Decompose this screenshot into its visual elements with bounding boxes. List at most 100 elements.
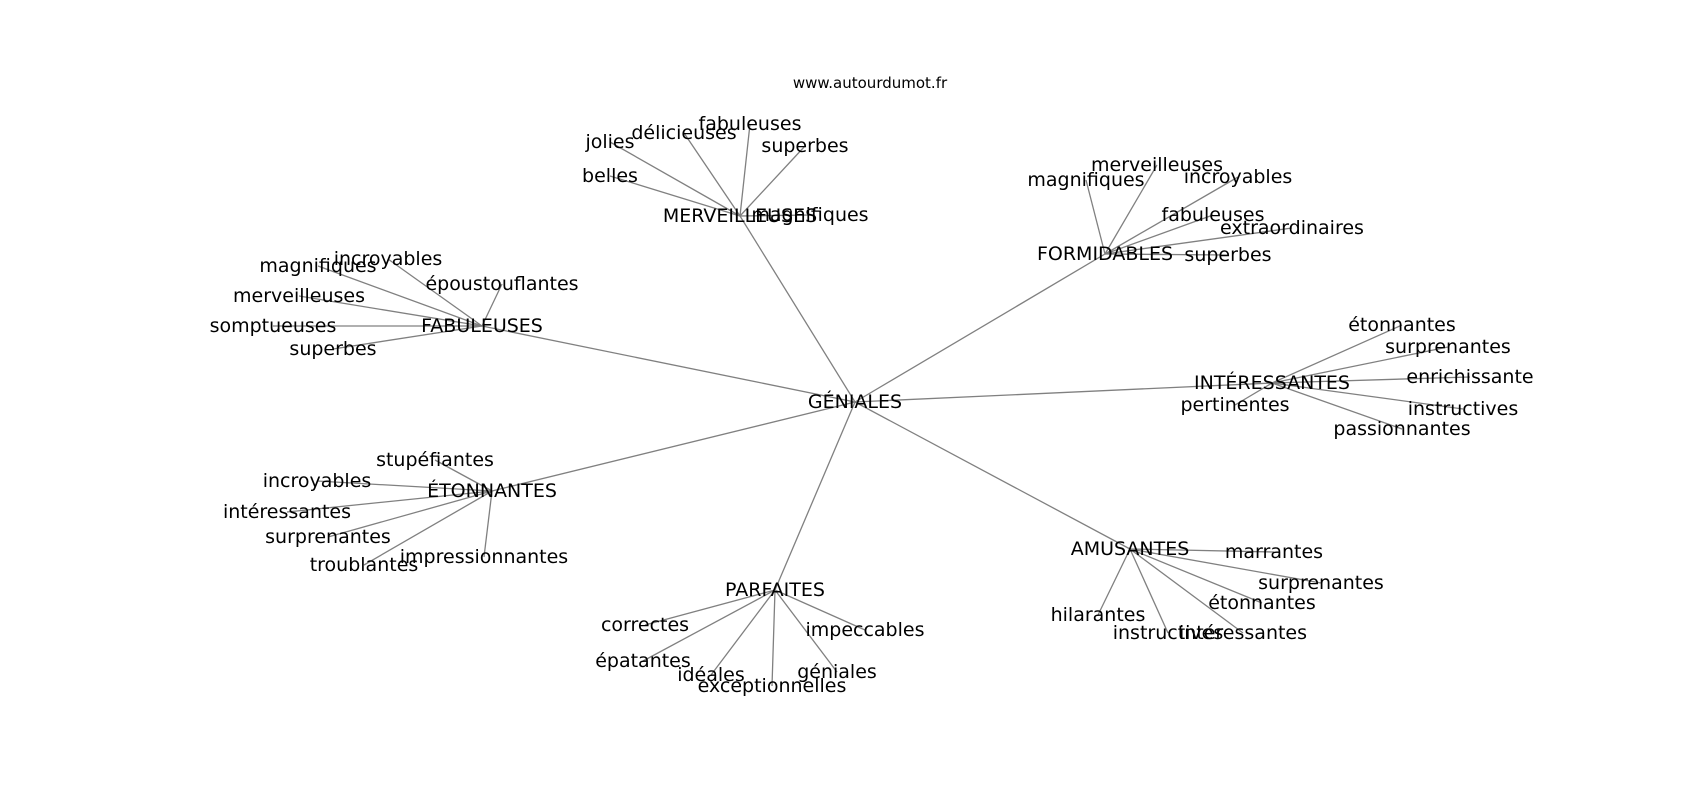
edge-branch-to-leaf bbox=[710, 589, 776, 676]
leaf-node-label: géniales bbox=[797, 661, 877, 683]
edge-branch-to-leaf bbox=[387, 258, 483, 327]
edge-branch-to-leaf bbox=[1271, 382, 1403, 430]
edge-branch-to-leaf bbox=[483, 490, 493, 558]
edge-branch-to-leaf bbox=[317, 265, 483, 327]
edge-branch-to-leaf bbox=[1271, 324, 1403, 384]
edge-branch-to-leaf bbox=[1129, 548, 1275, 553]
leaf-node-label: incroyables bbox=[263, 470, 372, 492]
edge-branch-to-leaf bbox=[774, 589, 838, 673]
graph-edges bbox=[273, 123, 1471, 687]
leaf-node-label: fabuleuses bbox=[1162, 204, 1265, 226]
leaf-node-label: intéressantes bbox=[1179, 622, 1307, 644]
edge-branch-to-leaf bbox=[774, 589, 866, 631]
leaf-node-label: magnifiques bbox=[259, 255, 376, 277]
edge-branch-to-leaf bbox=[771, 589, 776, 687]
leaf-node-label: superbes bbox=[289, 338, 376, 360]
leaf-node-label: correctes bbox=[601, 614, 689, 636]
leaf-node-label: étonnantes bbox=[1348, 314, 1456, 336]
edge-branch-to-leaf bbox=[1104, 227, 1293, 255]
leaf-node-label: incroyables bbox=[334, 248, 443, 270]
leaf-node-label: étonnantes bbox=[1208, 592, 1316, 614]
center-node-label: GÉNIALES bbox=[808, 390, 902, 413]
edge-branch-to-leaf bbox=[1085, 179, 1106, 255]
edge-branch-to-leaf bbox=[1104, 253, 1229, 256]
edge-branch-to-leaf bbox=[1104, 164, 1158, 255]
edge-branch-to-leaf bbox=[1271, 346, 1449, 384]
edge-branch-to-leaf bbox=[1271, 382, 1464, 410]
leaf-node-label: merveilleuses bbox=[233, 285, 365, 307]
leaf-node-label: incroyables bbox=[1184, 166, 1293, 188]
leaf-node-label: magnifiques bbox=[751, 204, 868, 226]
leaf-node-label: impeccables bbox=[805, 619, 924, 641]
edge-branch-to-leaf bbox=[1129, 548, 1322, 584]
branch-node-label: PARFAITES bbox=[725, 579, 825, 601]
edge-branch-to-leaf bbox=[316, 480, 493, 492]
leaf-node-label: somptueuses bbox=[210, 315, 337, 337]
leaf-node-label: surprenantes bbox=[1385, 336, 1511, 358]
edge-branch-to-leaf bbox=[642, 589, 776, 662]
leaf-node-label: extraordinaires bbox=[1220, 217, 1364, 239]
edge-branch-to-leaf bbox=[1129, 548, 1263, 604]
leaf-node-label: intéressantes bbox=[223, 501, 351, 523]
leaf-node-label: belles bbox=[582, 165, 638, 187]
graph-labels: www.autourdumot.fr GÉNIALES MERVEILLEUSES… bbox=[210, 74, 1534, 697]
edge-center-to-branch bbox=[739, 215, 856, 403]
edge-branch-to-leaf bbox=[609, 175, 741, 217]
branch-node-label: AMUSANTES bbox=[1071, 538, 1190, 560]
leaf-node-label: superbes bbox=[1184, 244, 1271, 266]
edge-branch-to-leaf bbox=[609, 141, 741, 217]
edge-center-to-branch bbox=[854, 253, 1106, 403]
branch-node-label: INTÉRESSANTES bbox=[1194, 371, 1350, 394]
edge-branch-to-leaf bbox=[1104, 176, 1239, 255]
edge-branch-to-leaf bbox=[298, 295, 483, 327]
edge-center-to-branch bbox=[491, 401, 856, 492]
leaf-node-label: instructives bbox=[1113, 622, 1224, 644]
leaf-node-label: idéales bbox=[677, 664, 745, 686]
edge-branch-to-leaf bbox=[739, 214, 811, 217]
edge-branch-to-leaf bbox=[1097, 548, 1131, 616]
edge-branch-to-leaf bbox=[363, 490, 493, 566]
leaf-node-label: pertinentes bbox=[1180, 394, 1289, 416]
leaf-node-label: magnifiques bbox=[1027, 169, 1144, 191]
leaf-node-label: impressionnantes bbox=[400, 546, 568, 568]
edge-branch-to-leaf bbox=[1104, 214, 1214, 255]
leaf-node-label: enrichissante bbox=[1406, 366, 1533, 388]
edge-center-to-branch bbox=[774, 401, 856, 591]
branch-node-label: FABULEUSES bbox=[421, 315, 543, 337]
leaf-node-label: jolies bbox=[584, 131, 634, 153]
edge-branch-to-leaf bbox=[739, 123, 751, 217]
edge-center-to-branch bbox=[854, 401, 1131, 550]
leaf-node-label: délicieuses bbox=[631, 122, 736, 144]
leaf-node-label: époustouflantes bbox=[425, 273, 578, 295]
leaf-node-label: instructives bbox=[1408, 398, 1519, 420]
edge-branch-to-leaf bbox=[1234, 382, 1273, 406]
edge-branch-to-leaf bbox=[1271, 376, 1471, 384]
leaf-node-label: surprenantes bbox=[1258, 572, 1384, 594]
leaf-node-label: surprenantes bbox=[265, 526, 391, 548]
source-label: www.autourdumot.fr bbox=[793, 74, 948, 92]
edge-branch-to-leaf bbox=[327, 490, 493, 538]
leaf-node-label: exceptionnelles bbox=[698, 675, 847, 697]
branch-node-label: ÉTONNANTES bbox=[427, 479, 557, 502]
leaf-node-label: troublantes bbox=[310, 554, 419, 576]
edge-branch-to-leaf bbox=[434, 459, 493, 492]
edge-branch-to-leaf bbox=[644, 589, 776, 626]
leaf-node-label: superbes bbox=[761, 135, 848, 157]
edge-branch-to-leaf bbox=[683, 132, 741, 217]
edge-branch-to-leaf bbox=[332, 325, 483, 350]
edge-branch-to-leaf bbox=[1129, 548, 1244, 634]
leaf-node-label: épatantes bbox=[595, 650, 691, 672]
leaf-node-label: hilarantes bbox=[1051, 604, 1146, 626]
leaf-node-label: marrantes bbox=[1225, 541, 1323, 563]
leaf-node-label: fabuleuses bbox=[699, 113, 802, 135]
leaf-node-label: merveilleuses bbox=[1091, 154, 1223, 176]
edge-center-to-branch bbox=[854, 382, 1273, 403]
leaf-node-label: passionnantes bbox=[1333, 418, 1470, 440]
leaf-node-label: stupéfiantes bbox=[376, 449, 494, 471]
edge-branch-to-leaf bbox=[1129, 548, 1169, 634]
edge-branch-to-leaf bbox=[739, 145, 806, 217]
edge-branch-to-leaf bbox=[286, 490, 493, 513]
branch-node-label: MERVEILLEUSES bbox=[663, 205, 817, 227]
branch-node-label: FORMIDABLES bbox=[1037, 243, 1173, 265]
